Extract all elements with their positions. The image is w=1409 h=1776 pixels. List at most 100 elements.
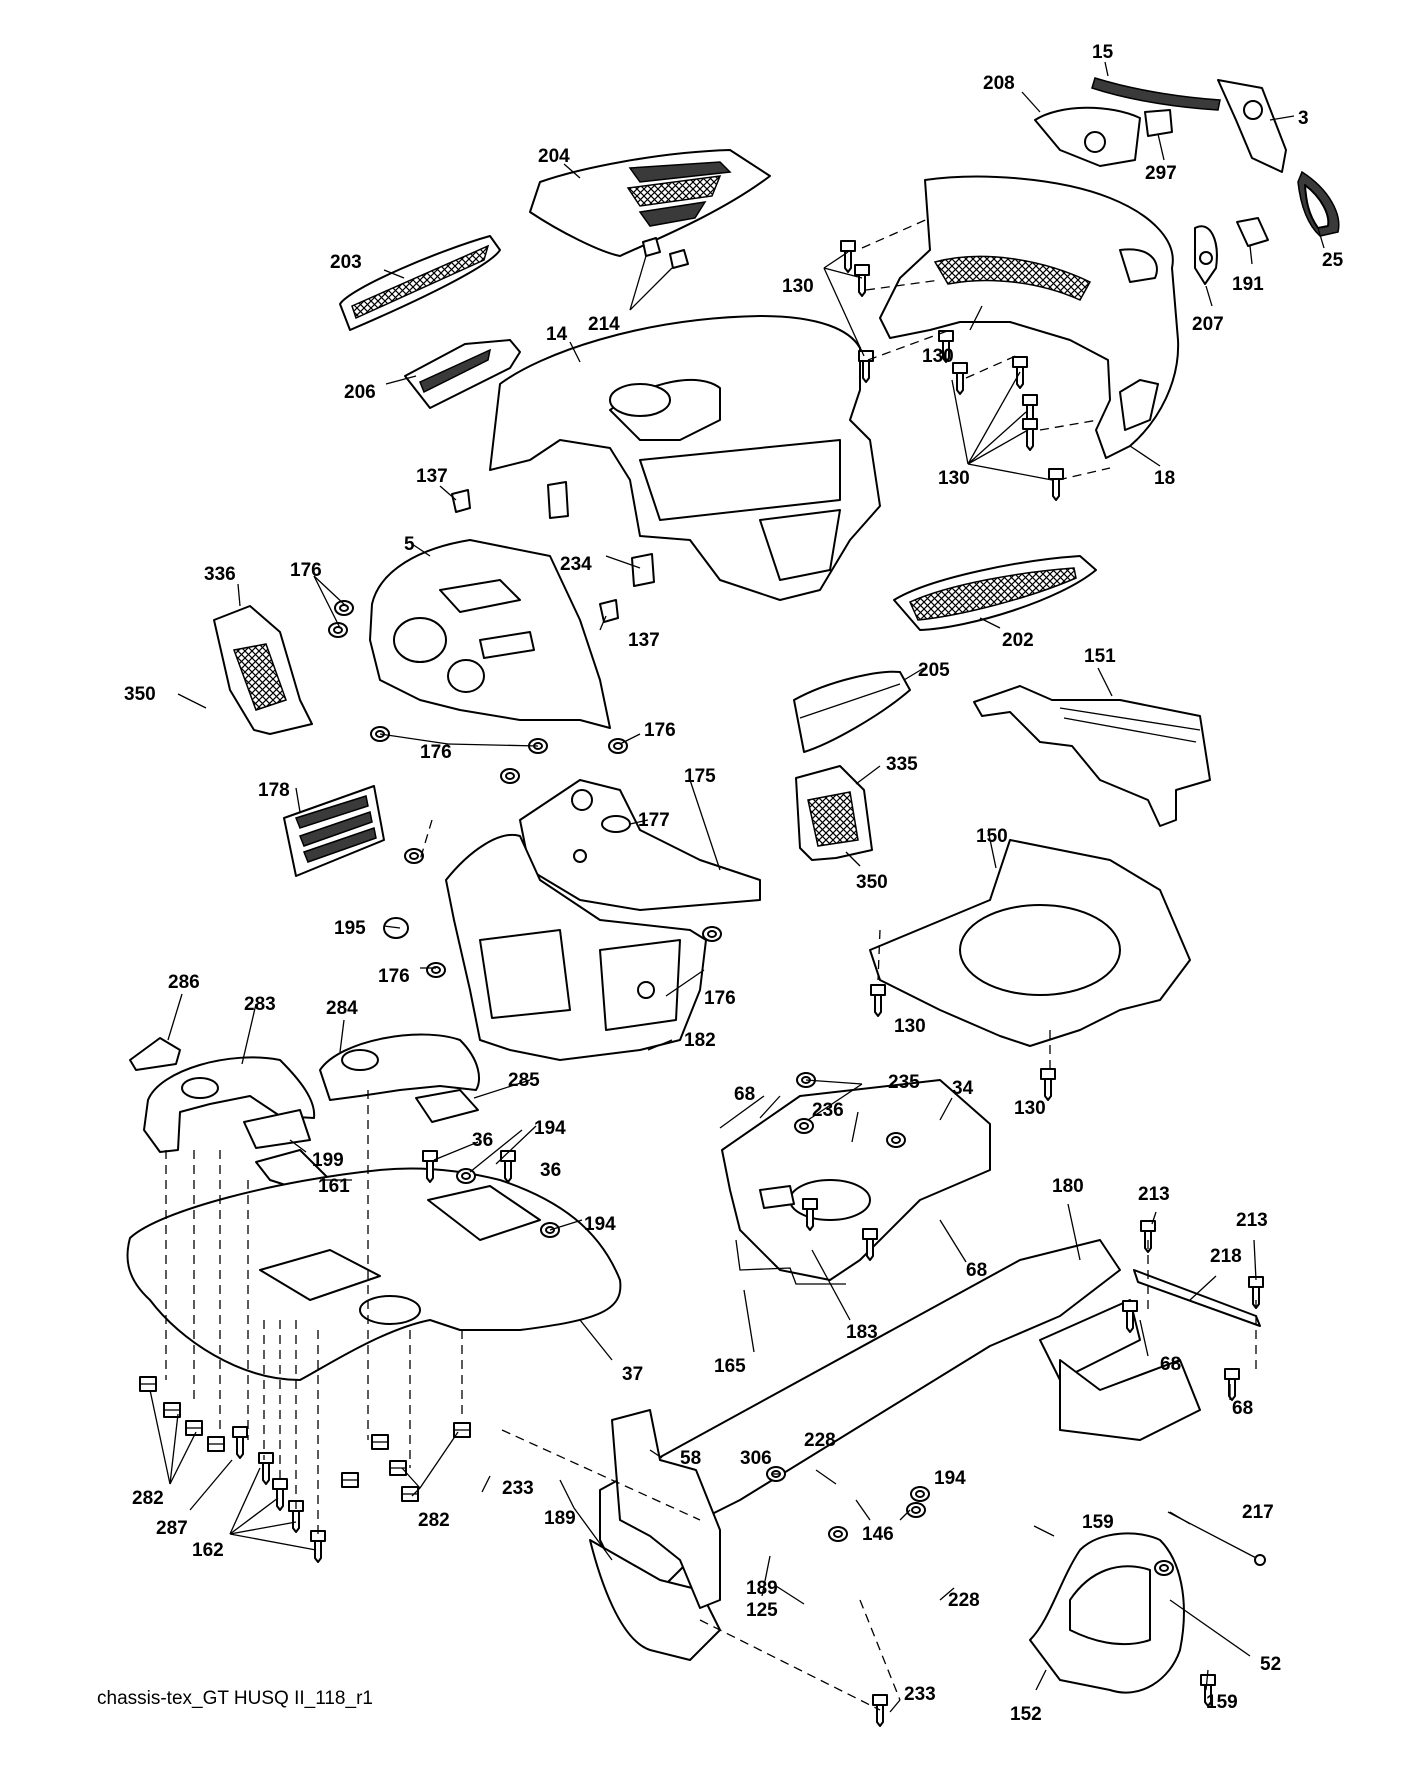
part-150-floor-plate [869,839,1191,1047]
part-336-side-panel [213,605,313,735]
part-177-knob [601,815,631,833]
callout-213-a: 213 [1138,1184,1170,1205]
part-191-lens [1236,217,1269,247]
part-205-trim [793,670,911,753]
callout-213-b: 213 [1236,1210,1268,1231]
callout-14: 14 [546,324,568,345]
callout-194-b: 194 [584,1214,616,1235]
callout-208: 208 [983,73,1015,94]
callout-217: 217 [1242,1502,1274,1523]
part-286-tab [129,1037,181,1071]
callout-130-d: 130 [894,1016,926,1037]
callout-182: 182 [684,1030,716,1051]
callout-233-b: 233 [904,1684,936,1705]
callout-284: 284 [326,998,358,1019]
callout-350-a: 350 [124,684,156,705]
part-283-fender-cover [143,1056,316,1153]
callout-36-b: 36 [540,1160,561,1181]
part-214-clips [642,237,689,269]
callout-287: 287 [156,1518,188,1539]
callout-202: 202 [1002,630,1034,651]
callout-146: 146 [862,1524,894,1545]
callout-137-a: 137 [416,466,448,487]
callout-350-b: 350 [856,872,888,893]
part-25-trim [1297,170,1340,237]
callout-176-e: 176 [704,988,736,1009]
callout-228-b: 228 [948,1590,980,1611]
part-297-lens [1144,109,1173,137]
part-335-side-panel [795,765,873,861]
part-206-panel [404,339,521,409]
callout-206: 206 [344,382,376,403]
callout-162: 162 [192,1540,224,1561]
part-204-hood-panel [529,149,771,257]
callout-195: 195 [334,918,366,939]
callout-52: 52 [1260,1654,1281,1675]
callout-176-c: 176 [420,742,452,763]
callout-36-a: 36 [472,1130,493,1151]
part-234-label [547,481,655,587]
callout-207: 207 [1192,314,1224,335]
callout-labels: 15 208 3 297 25 191 207 204 203 214 130 … [124,42,1344,1725]
callout-176-d: 176 [378,966,410,987]
callout-283: 283 [244,994,276,1015]
callout-214: 214 [588,314,620,335]
callout-125: 125 [746,1600,778,1621]
callout-191: 191 [1232,274,1264,295]
callout-150: 150 [976,826,1008,847]
callout-285: 285 [508,1070,540,1091]
part-34-mounting-plate [721,1079,991,1281]
callout-130-e: 130 [1014,1098,1046,1119]
callout-130-c: 130 [938,468,970,489]
part-14-hood [489,315,881,601]
callout-178: 178 [258,780,290,801]
callout-204: 204 [538,146,570,167]
callout-306: 306 [740,1448,772,1469]
part-152-seat-pan [1029,1532,1185,1694]
callout-177: 177 [638,810,670,831]
callout-176-a: 176 [290,560,322,581]
callout-236: 236 [812,1100,844,1121]
callout-336: 336 [204,564,236,585]
part-3-bracket [1217,79,1287,173]
part-207-socket [1194,225,1218,285]
callout-194-a: 194 [534,1118,566,1139]
callout-235: 235 [888,1072,920,1093]
callout-68-c: 68 [1160,1354,1181,1375]
part-202-grille [893,555,1097,631]
part-37-fender-deck [126,1167,622,1381]
callout-34: 34 [952,1078,974,1099]
callout-335: 335 [886,754,918,775]
callout-130-b: 130 [922,346,954,367]
callout-199: 199 [312,1150,344,1171]
callout-137-b: 137 [628,630,660,651]
callout-286: 286 [168,972,200,993]
part-151-bracket [973,685,1211,827]
callout-3: 3 [1298,108,1309,129]
callout-18: 18 [1154,468,1175,489]
callout-37: 37 [622,1364,643,1385]
callout-189-a: 189 [544,1508,576,1529]
part-58-bracket [611,1409,721,1609]
part-5-dash-panel [369,539,611,729]
part-137-clip-upper [451,489,471,513]
part-203-light-bar [339,235,501,331]
callout-151: 151 [1084,646,1116,667]
callout-297: 297 [1145,163,1177,184]
callout-176-b: 176 [644,720,676,741]
alignment-lines [165,217,1257,1711]
callout-68-a: 68 [734,1084,755,1105]
leader-lines [149,61,1325,1713]
callout-159-b: 159 [1206,1692,1238,1713]
callout-194-c: 194 [934,1468,966,1489]
part-208-lamp-housing [1034,106,1141,167]
callout-183: 183 [846,1322,878,1343]
callout-175: 175 [684,766,716,787]
part-165-rod [735,1239,846,1285]
callout-205: 205 [918,660,950,681]
callout-152: 152 [1010,1704,1042,1725]
callout-218: 218 [1210,1246,1242,1267]
part-199-panel [243,1109,311,1149]
callout-161: 161 [318,1176,350,1197]
